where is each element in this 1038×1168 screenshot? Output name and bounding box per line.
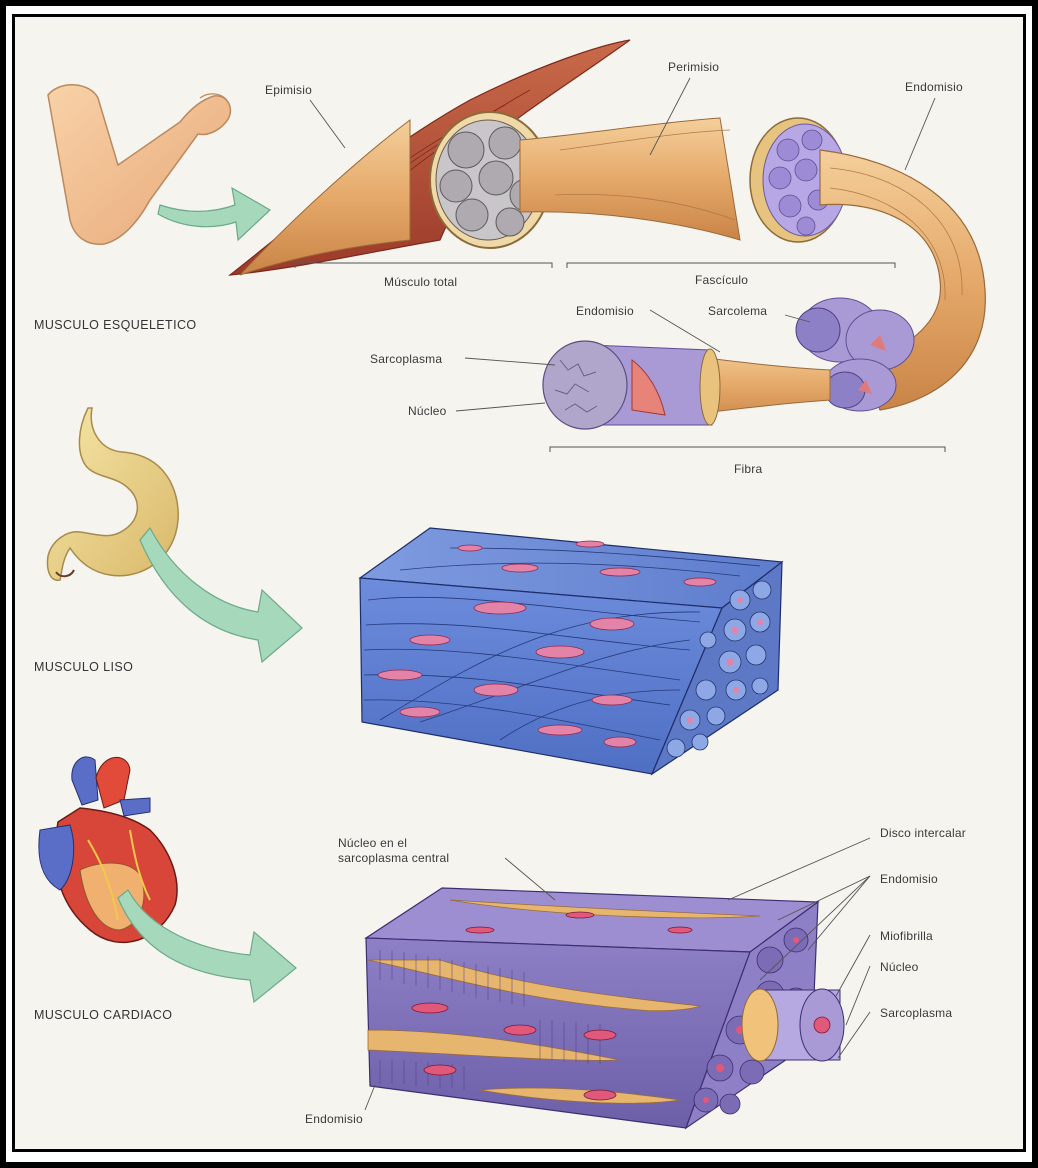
label-perimisio: Perimisio <box>668 60 719 74</box>
label-miofibrilla: Miofibrilla <box>880 929 933 943</box>
label-nucleo-central: Núcleo en el sarcoplasma central <box>338 836 449 866</box>
bracket-fasciculo <box>567 263 895 268</box>
label-fibra: Fibra <box>734 462 762 476</box>
label-endomisio-top: Endomisio <box>905 80 963 94</box>
label-epimisio: Epimisio <box>265 83 312 97</box>
section-title-skeletal: MUSCULO ESQUELETICO <box>34 318 197 332</box>
label-nucleo-cardiac: Núcleo <box>880 960 919 974</box>
smooth-muscle-block <box>360 528 782 774</box>
single-fibre <box>543 341 830 429</box>
section-title-smooth: MUSCULO LISO <box>34 660 133 674</box>
label-endomisio-right: Endomisio <box>880 872 938 886</box>
section-title-cardiac: MUSCULO CARDIACO <box>34 1008 172 1022</box>
heart-illustration <box>39 757 177 942</box>
label-fasciculo: Fascículo <box>695 273 748 287</box>
label-sarcolema: Sarcolema <box>708 304 767 318</box>
label-nucleo: Núcleo <box>408 404 447 418</box>
label-sarcoplasma-cardiac: Sarcoplasma <box>880 1006 952 1020</box>
label-musculo-total: Músculo total <box>384 275 457 289</box>
fascicle <box>520 118 847 242</box>
cardiac-muscle-block <box>366 888 844 1128</box>
bracket-musculo-total <box>295 263 552 268</box>
arrow-skeletal <box>158 188 270 240</box>
label-endomisio-fiber: Endomisio <box>576 304 634 318</box>
label-disco-intercalar: Disco intercalar <box>880 826 966 840</box>
label-endomisio-bottom: Endomisio <box>305 1112 363 1126</box>
bracket-fibra <box>550 447 945 452</box>
label-sarcoplasma: Sarcoplasma <box>370 352 442 366</box>
